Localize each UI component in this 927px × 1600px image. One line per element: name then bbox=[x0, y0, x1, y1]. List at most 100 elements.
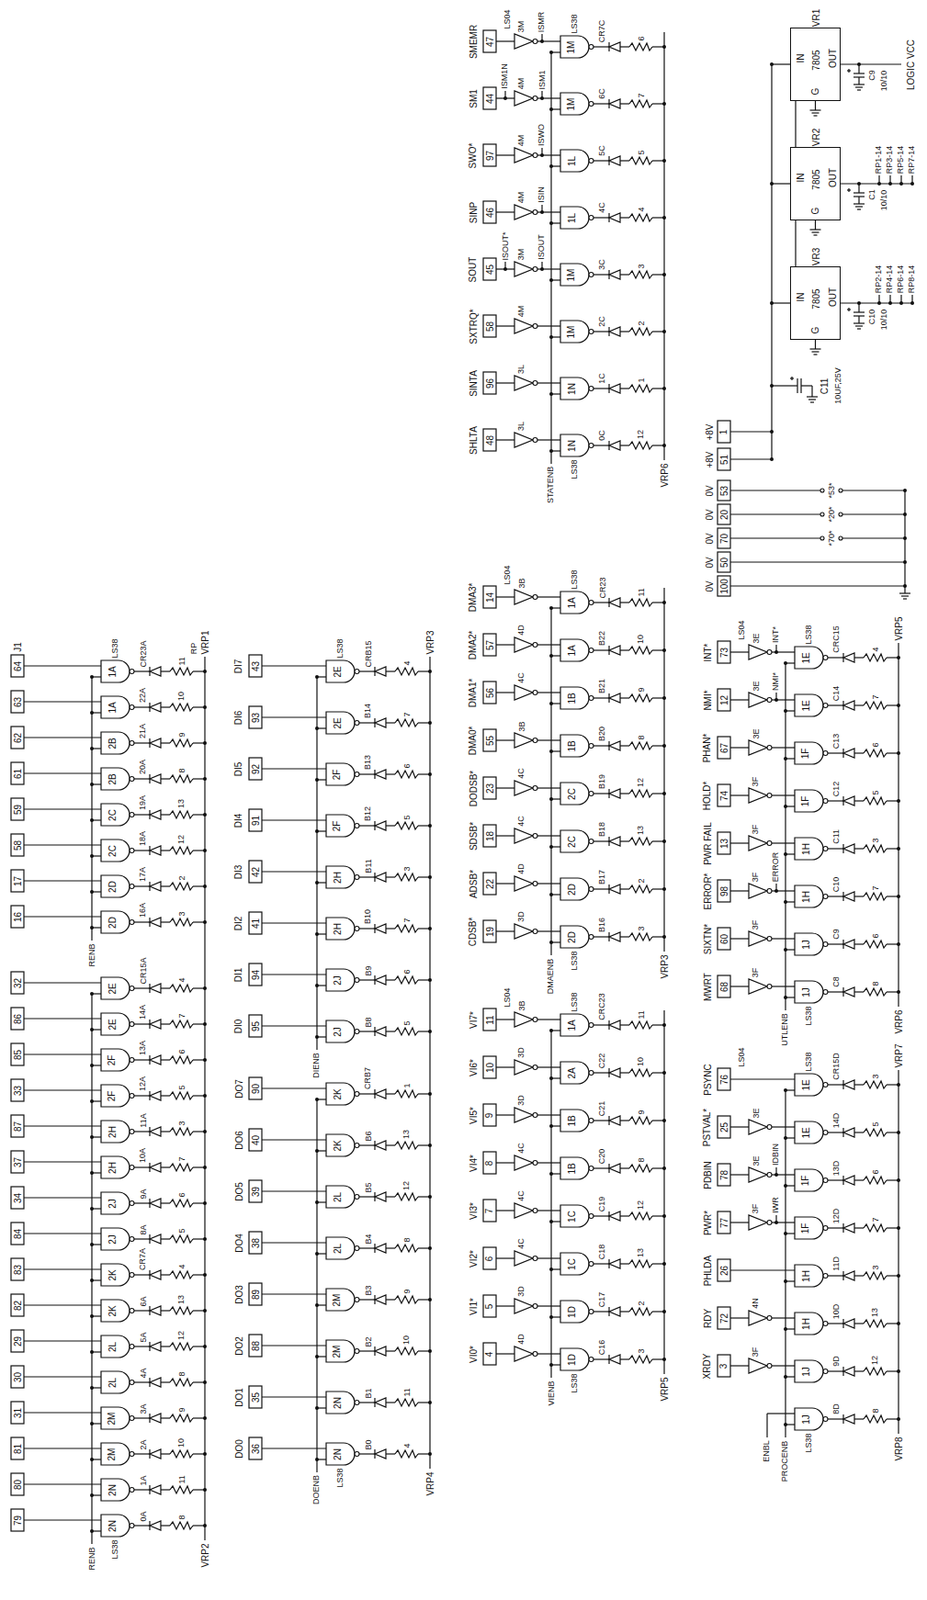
signal-name: DO2 bbox=[233, 1336, 244, 1357]
junction-dot bbox=[540, 153, 544, 158]
wire bbox=[620, 888, 630, 890]
diode-symbol bbox=[148, 1413, 150, 1424]
inverter-bubble bbox=[767, 1316, 772, 1322]
diode-label: CR7A bbox=[138, 1248, 148, 1271]
jumper-post bbox=[838, 512, 843, 517]
signal-name: SXTRQ* bbox=[468, 308, 479, 344]
resistor-pin: 4 bbox=[636, 206, 646, 212]
wire bbox=[854, 752, 864, 754]
connector-pin bbox=[483, 1295, 497, 1318]
diode-symbol bbox=[149, 1127, 161, 1137]
pin-number: 9 bbox=[484, 1112, 495, 1119]
pin-number: 46 bbox=[485, 206, 496, 217]
nand-gate bbox=[560, 687, 589, 710]
nand-gate bbox=[326, 712, 355, 735]
signal-name: PHAN* bbox=[701, 733, 713, 763]
wire bbox=[620, 1167, 630, 1169]
gate-bubble bbox=[588, 45, 594, 50]
wire bbox=[23, 844, 102, 846]
connector-pin bbox=[483, 144, 497, 167]
gate-bubble bbox=[588, 443, 594, 449]
nand-gate bbox=[101, 1371, 130, 1394]
nand-gate bbox=[560, 1205, 589, 1228]
wire bbox=[827, 800, 844, 802]
pin-number: 70 bbox=[719, 532, 730, 543]
connector-pin bbox=[11, 1330, 24, 1353]
junction-dot bbox=[769, 181, 774, 186]
resistor-symbol bbox=[395, 1028, 419, 1036]
wire bbox=[385, 927, 396, 929]
wire bbox=[771, 182, 791, 184]
signal-name: XRDY bbox=[701, 1353, 713, 1380]
connector-pin bbox=[483, 1008, 497, 1031]
diode-symbol bbox=[608, 384, 610, 394]
wire bbox=[620, 273, 630, 275]
diode-symbol bbox=[608, 598, 610, 608]
connector-pin bbox=[717, 880, 731, 903]
pin-number: 63 bbox=[12, 696, 23, 707]
resistor-pin: 13 bbox=[636, 1248, 646, 1258]
capacitor-ref: C9 bbox=[868, 69, 878, 81]
gate-location: 2L bbox=[332, 1243, 343, 1254]
nand-gate bbox=[101, 696, 130, 719]
pin-number: 12 bbox=[719, 694, 730, 705]
resistor-symbol bbox=[629, 100, 653, 108]
resistor-pin: 12 bbox=[870, 1356, 881, 1366]
pin-number: 86 bbox=[12, 1013, 23, 1024]
diode-label: 21A bbox=[138, 723, 148, 739]
pin-number: 93 bbox=[250, 712, 261, 723]
diode-symbol bbox=[374, 1192, 386, 1202]
wire bbox=[827, 1418, 844, 1420]
diode-symbol bbox=[842, 892, 844, 902]
gate-bubble bbox=[129, 1524, 135, 1529]
signal-name: DI4 bbox=[233, 813, 244, 828]
pin-number: 51 bbox=[719, 453, 730, 464]
connector-pin bbox=[248, 757, 262, 781]
diode-symbol bbox=[148, 1198, 150, 1209]
inverter-bubble bbox=[532, 690, 538, 696]
connector-pin bbox=[717, 480, 731, 501]
diode-label: CRB15 bbox=[363, 640, 374, 667]
ground-symbol bbox=[813, 234, 818, 236]
chip-type: LS38 bbox=[803, 1006, 814, 1026]
capacitor-symbol bbox=[853, 72, 865, 74]
inverter-symbol bbox=[514, 147, 533, 163]
connector-pin bbox=[717, 832, 731, 855]
junction-dot bbox=[888, 181, 893, 186]
diode-label: CR23A bbox=[138, 640, 148, 667]
gate-bubble bbox=[588, 1119, 594, 1124]
nand-gate bbox=[794, 1360, 824, 1383]
connector-pin bbox=[248, 1386, 262, 1409]
gate-location: 1J bbox=[800, 939, 811, 950]
resistor-symbol bbox=[169, 1307, 193, 1315]
wire bbox=[537, 691, 561, 693]
wire bbox=[730, 1174, 749, 1176]
diode-symbol bbox=[842, 1319, 844, 1329]
pin-number: 78 bbox=[719, 1169, 730, 1180]
connector-pin bbox=[717, 1211, 731, 1234]
pin-number: 87 bbox=[12, 1120, 23, 1131]
part-ref: VR1 bbox=[811, 8, 822, 26]
nand-gate bbox=[101, 1120, 130, 1143]
signal-name: PSTVAL* bbox=[701, 1107, 713, 1147]
pin-number: 84 bbox=[12, 1228, 23, 1239]
resistor-pin: 10 bbox=[177, 1438, 187, 1448]
wire bbox=[771, 842, 795, 844]
gate-location: 2L bbox=[107, 1377, 118, 1388]
connector-pin bbox=[248, 1232, 262, 1255]
wire bbox=[827, 1084, 844, 1086]
wire bbox=[23, 665, 102, 667]
signal-tap: INT* bbox=[771, 626, 781, 644]
resistor-pin: 8 bbox=[870, 981, 881, 986]
gate-bubble bbox=[588, 1071, 594, 1076]
enable-signal: RENB bbox=[87, 943, 97, 967]
chip-location: 3F bbox=[751, 967, 761, 978]
wire bbox=[620, 697, 630, 699]
diode-symbol bbox=[374, 1027, 386, 1037]
nand-gate bbox=[560, 149, 589, 172]
supply-name: VRP5 bbox=[893, 616, 905, 641]
supply-bus bbox=[663, 1010, 665, 1375]
pin-number: 58 bbox=[485, 320, 496, 331]
wire bbox=[842, 489, 905, 491]
signal-name: DO5 bbox=[233, 1182, 244, 1202]
